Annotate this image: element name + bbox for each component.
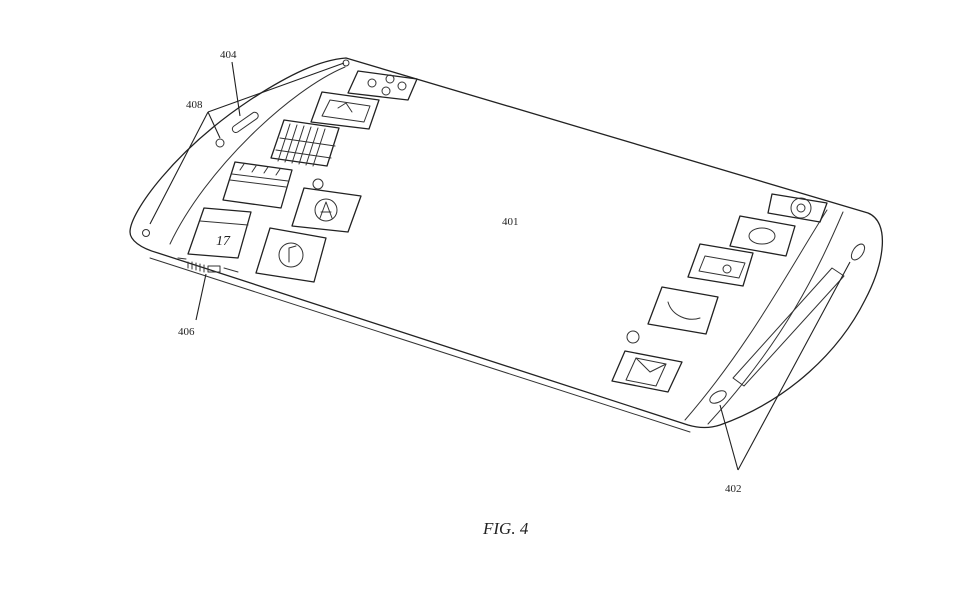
side-edge-features — [709, 243, 866, 404]
device-outer-outline — [129, 57, 884, 429]
leader-404 — [231, 61, 241, 117]
wrap-inner-curve — [707, 211, 844, 425]
left-icon-group: 17 — [187, 70, 418, 283]
game-icon — [347, 70, 418, 101]
status-bar — [177, 257, 239, 273]
side-slot — [732, 267, 845, 387]
leader-406 — [195, 273, 207, 321]
screen-left-edge — [169, 66, 346, 245]
video-icon — [222, 161, 293, 209]
calculator-icon — [270, 119, 340, 167]
ref-401: 401 — [502, 216, 519, 228]
camera-icon — [687, 243, 754, 287]
calendar-icon: 17 — [187, 207, 252, 259]
bottom-edge-line — [149, 257, 691, 433]
speaker-grille — [231, 111, 259, 134]
phone-icon — [647, 286, 719, 335]
ref-406: 406 — [178, 326, 195, 338]
front-camera — [215, 138, 225, 148]
leader-402-b — [737, 261, 851, 471]
side-button-top — [850, 243, 866, 261]
app-store-icon — [291, 178, 362, 233]
messages-icon — [729, 215, 796, 257]
left-edge-features — [142, 59, 350, 273]
side-button-bottom — [709, 390, 727, 404]
mail-icon — [611, 330, 683, 393]
photos-icon — [310, 91, 380, 130]
leader-408-c — [207, 62, 345, 113]
reference-leaders — [149, 61, 851, 471]
figure-caption: FIG. 4 — [482, 519, 529, 538]
ref-408: 408 — [186, 99, 203, 111]
right-icon-group — [611, 193, 828, 393]
leader-402-a — [719, 404, 739, 471]
screen-right-edge — [684, 209, 828, 421]
sensor-bottom — [142, 229, 150, 237]
calendar-day-text: 17 — [216, 234, 231, 249]
settings-icon — [767, 193, 828, 223]
music-icon — [255, 227, 327, 283]
ref-402: 402 — [725, 483, 742, 495]
ref-404: 404 — [220, 49, 237, 61]
leader-408-a — [207, 111, 221, 139]
device-body — [129, 57, 884, 433]
leader-408-b — [149, 111, 209, 225]
